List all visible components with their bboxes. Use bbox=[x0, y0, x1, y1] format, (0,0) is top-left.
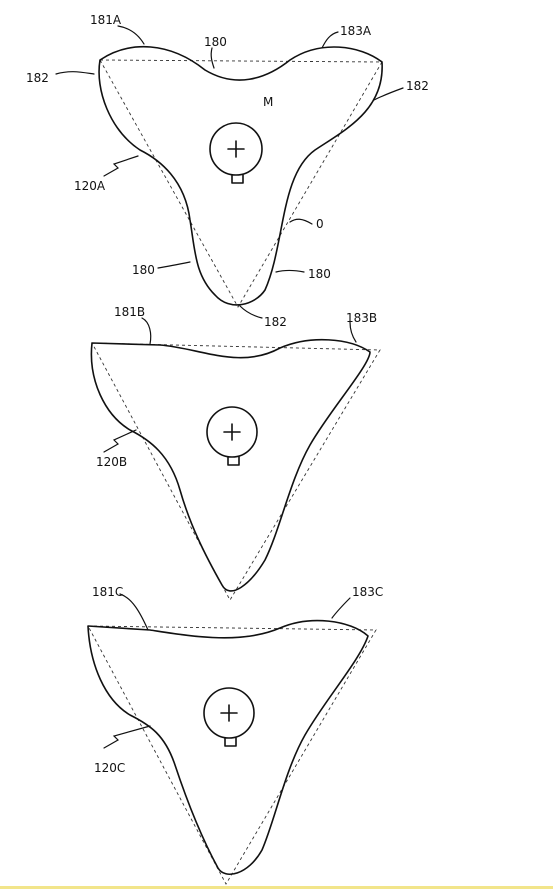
rotor-outline-c bbox=[87, 619, 369, 876]
leader-183a bbox=[321, 31, 339, 49]
label-120b: 120B bbox=[96, 455, 127, 469]
leader-180-right bbox=[275, 269, 305, 273]
leader-183b bbox=[349, 321, 357, 343]
label-181c: 181C bbox=[92, 585, 123, 599]
shaft-circle-c bbox=[203, 687, 255, 739]
label-120a: 120A bbox=[74, 179, 106, 193]
label-183a: 183A bbox=[340, 24, 372, 38]
label-180-top: 180 bbox=[204, 35, 227, 49]
leader-182-right bbox=[373, 87, 404, 101]
reference-triangle-b bbox=[91, 342, 381, 601]
bottom-rule bbox=[0, 886, 553, 889]
figure-a: 181A 183A 180 182 182 M 120A 0 180 180 1… bbox=[26, 13, 429, 329]
rotor-outline-a bbox=[98, 45, 383, 306]
leader-0 bbox=[289, 218, 313, 225]
shaft-circle-a bbox=[209, 122, 263, 176]
rotor-outline-b bbox=[90, 338, 371, 592]
leader-120a bbox=[103, 155, 139, 177]
shaft-key-c bbox=[224, 737, 237, 747]
leader-120b bbox=[103, 429, 137, 453]
leader-181b bbox=[141, 317, 152, 345]
shaft-key-a bbox=[231, 174, 244, 184]
label-182-right: 182 bbox=[406, 79, 429, 93]
label-182-left: 182 bbox=[26, 71, 49, 85]
leader-182-left bbox=[55, 71, 95, 75]
label-180-left: 180 bbox=[132, 263, 155, 277]
leader-181a bbox=[117, 25, 145, 45]
label-181a: 181A bbox=[90, 13, 122, 27]
leader-120c bbox=[103, 725, 151, 749]
label-0: 0 bbox=[316, 217, 324, 231]
shaft-cross-b bbox=[223, 423, 241, 441]
shaft-circle-b bbox=[206, 406, 258, 458]
reference-triangle-c bbox=[87, 625, 377, 885]
label-180-right: 180 bbox=[308, 267, 331, 281]
figure-c: 181C 183C 120C bbox=[87, 585, 383, 885]
label-183b: 183B bbox=[346, 311, 377, 325]
leader-181c bbox=[119, 593, 149, 631]
label-120c: 120C bbox=[94, 761, 125, 775]
label-m: M bbox=[263, 95, 273, 109]
leader-180-top bbox=[210, 47, 215, 69]
shaft-key-b bbox=[227, 456, 240, 466]
leader-180-left bbox=[157, 261, 191, 269]
leader-183c bbox=[331, 597, 351, 619]
shaft-cross-c bbox=[220, 704, 238, 722]
shaft-cross-a bbox=[227, 140, 245, 158]
label-181b: 181B bbox=[114, 305, 145, 319]
figure-b: 181B 183B 120B bbox=[90, 305, 381, 601]
label-183c: 183C bbox=[352, 585, 383, 599]
label-182-bottom: 182 bbox=[264, 315, 287, 329]
leader-182-bottom bbox=[239, 305, 263, 319]
